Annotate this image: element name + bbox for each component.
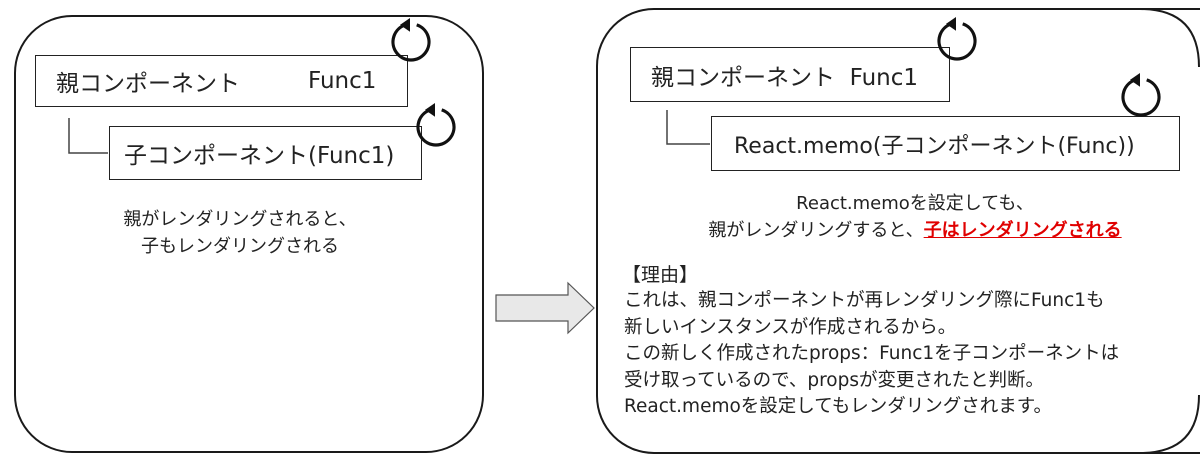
reason-line: これは、親コンポーネントが再レンダリング際にFunc1も bbox=[624, 290, 1105, 311]
left-caption-line: 子もレンダリングされる bbox=[141, 236, 339, 257]
reason-line: React.memoを設定してもレンダリングされます。 bbox=[624, 396, 1052, 417]
left-tree-connector bbox=[68, 118, 108, 154]
rerender-cycle-icon bbox=[1121, 71, 1161, 117]
reason-title: 【理由】 bbox=[622, 264, 699, 286]
child-component-label: 子コンポーネント(Func1) bbox=[124, 143, 395, 169]
reason-line: この新しく作成されたprops：Func1を子コンポーネントは bbox=[624, 343, 1120, 364]
parent-component-box: 親コンポーネント Func1 bbox=[35, 55, 408, 107]
right-tree-connector bbox=[666, 110, 710, 145]
rerender-cycle-icon bbox=[937, 15, 977, 61]
parent-component-label: 親コンポーネント bbox=[56, 71, 240, 97]
arrow-right-icon bbox=[495, 281, 595, 335]
parent-component-func: Func1 bbox=[308, 68, 377, 94]
memo-child-component-box: React.memo(子コンポーネント(Func)) bbox=[711, 116, 1180, 171]
left-caption: 親がレンダリングされると、 子もレンダリングされる bbox=[70, 206, 410, 260]
right-caption: React.memoを設定しても、 親がレンダリングすると、子はレンダリングされ… bbox=[640, 190, 1190, 244]
child-component-box: 子コンポーネント(Func1) bbox=[109, 126, 422, 180]
rerender-cycle-icon bbox=[391, 16, 431, 62]
parent-component-label: 親コンポーネント Func1 bbox=[651, 64, 919, 91]
right-caption-line: 親がレンダリングすると、子はレンダリングされる bbox=[640, 217, 1190, 244]
left-caption-line: 親がレンダリングされると、 bbox=[123, 209, 357, 230]
emphasis-text: 子はレンダリングされる bbox=[923, 220, 1122, 241]
reason-line: 新しいインスタンスが作成されるから。 bbox=[624, 316, 957, 338]
reason-line: 受け取っているので、propsが変更されたと判断。 bbox=[624, 369, 1044, 391]
right-caption-prefix: 親がレンダリングすると、 bbox=[708, 220, 924, 241]
memo-child-component-label: React.memo(子コンポーネント(Func)) bbox=[734, 133, 1135, 159]
rerender-cycle-icon bbox=[416, 101, 456, 147]
parent-component-box: 親コンポーネント Func1 bbox=[630, 47, 950, 102]
right-caption-line: React.memoを設定しても、 bbox=[796, 193, 1034, 214]
reason-text: これは、親コンポーネントが再レンダリング際にFunc1も 新しいインスタンスが作… bbox=[624, 288, 1119, 421]
